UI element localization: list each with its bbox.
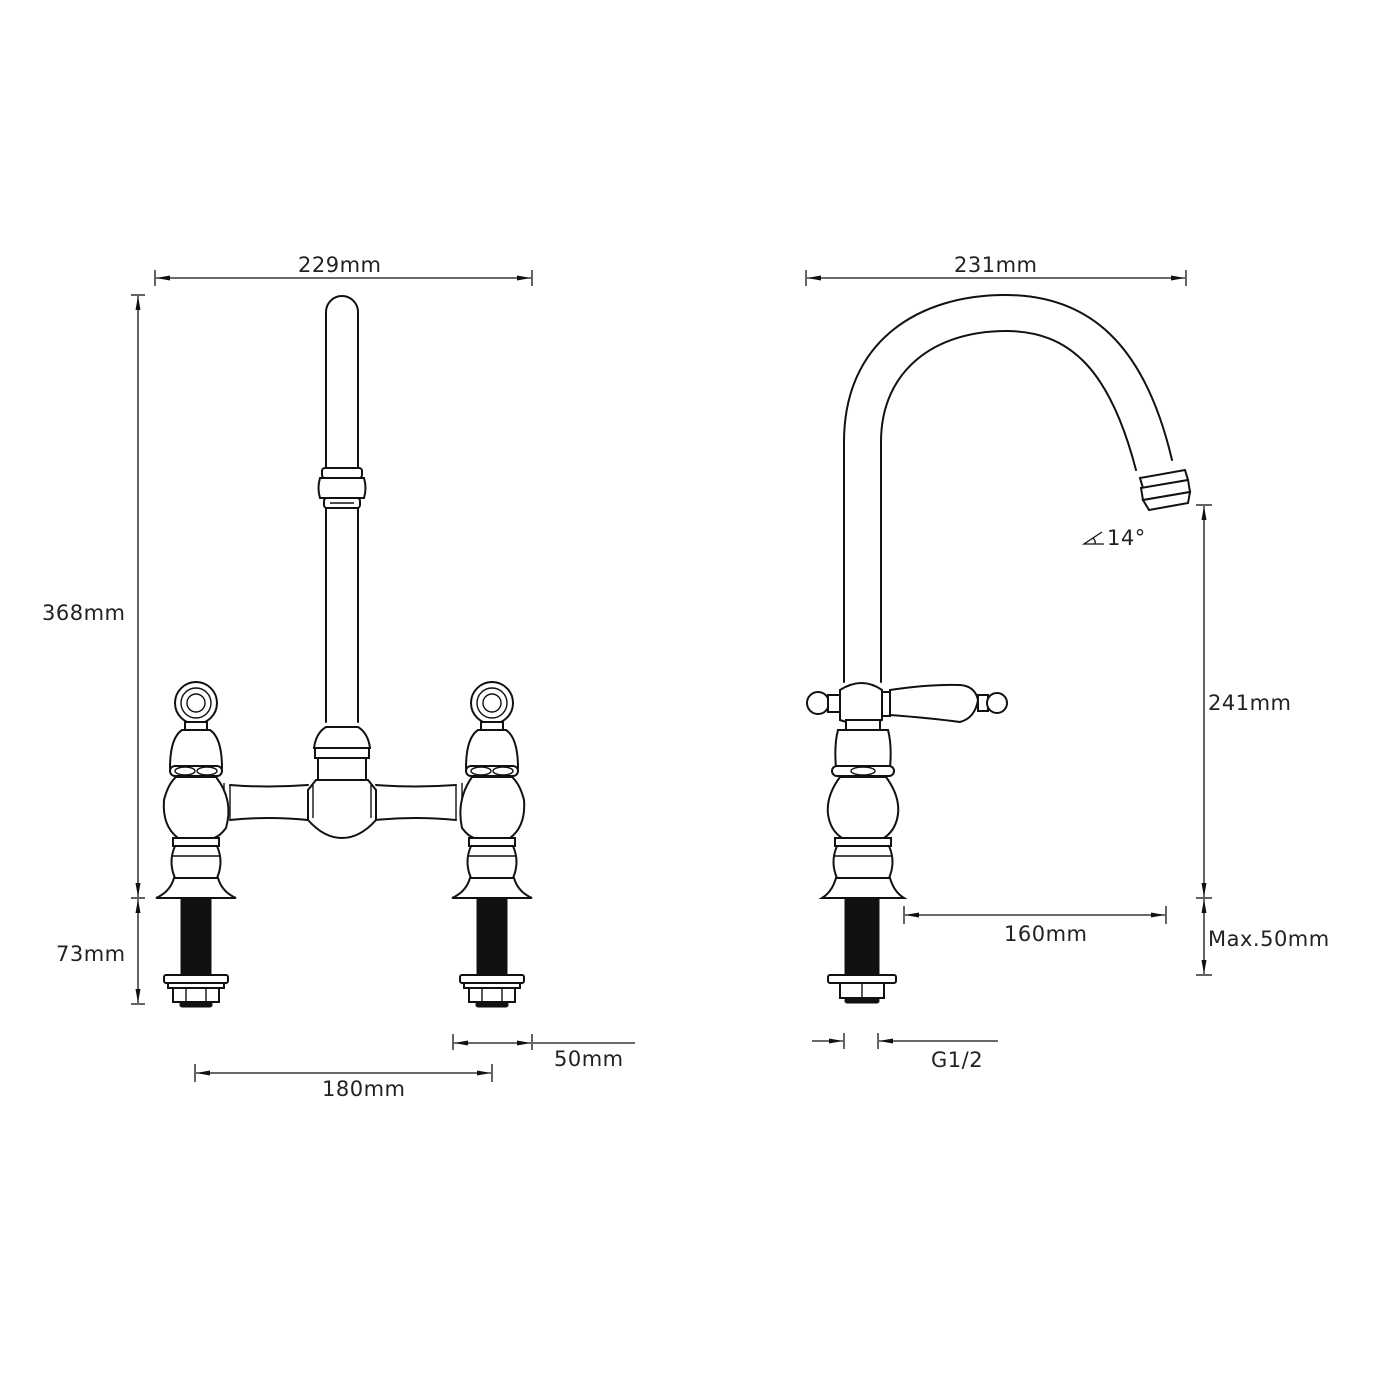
label-spout-angle: 14°: [1107, 526, 1146, 550]
dimension-height-368: [131, 294, 145, 1005]
label-thread: G1/2: [931, 1048, 984, 1072]
label-shank-length: 73mm: [56, 942, 126, 966]
label-centres: 180mm: [322, 1077, 406, 1101]
dimension-max-deck-50: [1196, 899, 1212, 976]
dimension-centres-180: [194, 1064, 493, 1082]
label-front-height: 368mm: [42, 601, 126, 625]
label-max-deck: Max.50mm: [1208, 927, 1330, 951]
label-reach: 160mm: [1004, 922, 1088, 946]
front-center-body: [307, 726, 377, 840]
side-lever-handle: [806, 682, 1008, 725]
label-side-width: 231mm: [954, 253, 1038, 277]
side-valve-body: [818, 719, 908, 1004]
dimension-width-231: [805, 270, 1187, 286]
label-spout-height: 241mm: [1208, 691, 1292, 715]
dimension-reach-160: [903, 906, 1167, 924]
side-gooseneck-spout: [843, 294, 1192, 683]
side-view: [805, 270, 1212, 1049]
angle-icon: [1081, 531, 1104, 545]
dimension-thread-g12: [812, 1033, 998, 1049]
dimension-deck-50: [452, 1034, 635, 1050]
front-view: [131, 270, 635, 1082]
front-right-valve: [451, 681, 533, 1008]
dimension-spout-height-241: [1196, 504, 1212, 899]
front-left-valve: [155, 681, 237, 1008]
label-deck-thickness: 50mm: [554, 1047, 624, 1071]
front-spout: [317, 295, 367, 723]
label-front-width: 229mm: [298, 253, 382, 277]
dimension-width-229: [154, 270, 533, 286]
